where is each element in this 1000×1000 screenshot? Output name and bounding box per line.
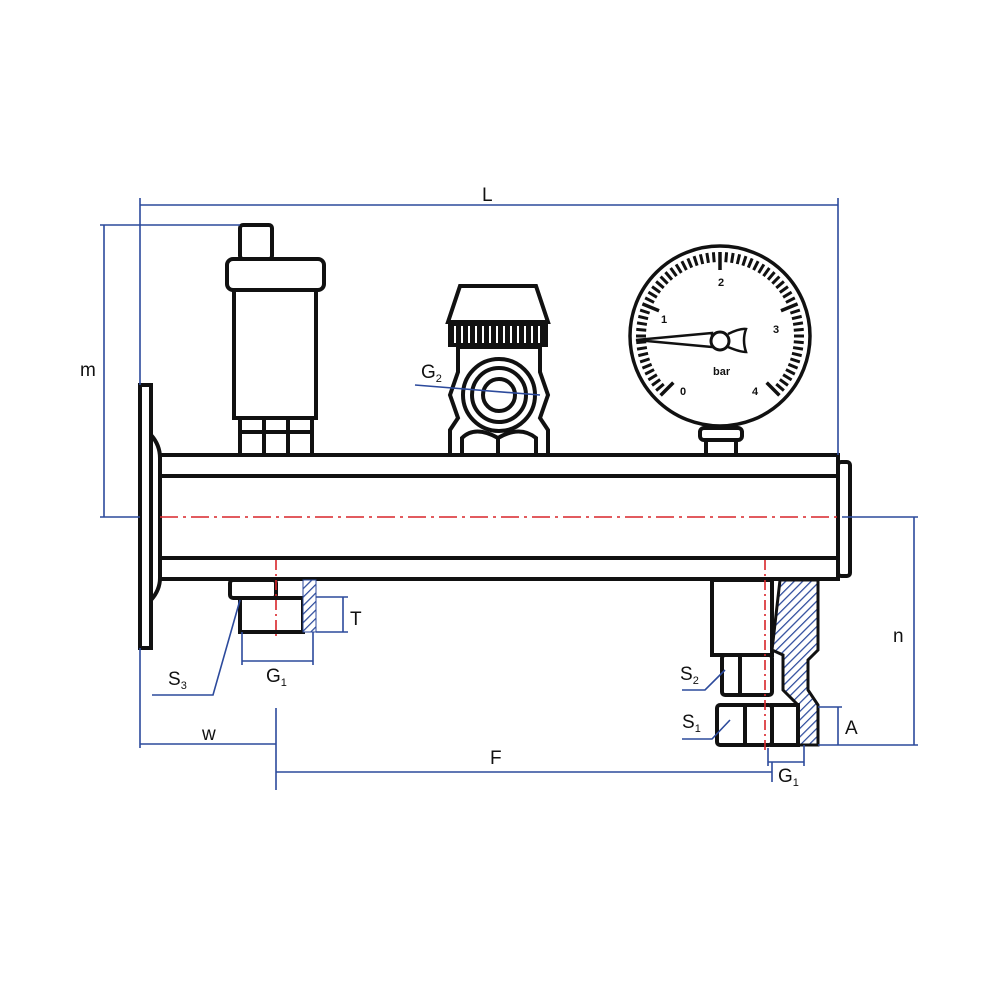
gauge-tick: [766, 271, 776, 281]
dim-label-n: n: [893, 626, 904, 647]
gauge-tick: [778, 378, 789, 387]
dim-label-F: F: [490, 748, 502, 769]
gauge-tick: [782, 290, 793, 299]
dim-label-T: T: [350, 609, 362, 630]
dim-label-m: m: [80, 360, 96, 381]
gauge-tick: [793, 340, 804, 345]
gauge-tick: [765, 381, 781, 397]
outlet-fitting-right: [710, 560, 820, 750]
dim-label-S1: S1: [682, 712, 701, 735]
gauge-tick: [780, 302, 799, 313]
dim-label-G1-right: G1: [778, 766, 799, 789]
gauge-tick: [636, 327, 647, 332]
gauge-label-0: 0: [680, 386, 686, 398]
gauge-tick: [735, 253, 742, 265]
gauge-tick: [762, 267, 771, 278]
dimension-lines: [100, 198, 918, 790]
gauge-tick: [641, 362, 653, 370]
gauge-tick: [792, 346, 804, 351]
gauge-tick: [775, 382, 785, 392]
gauge-tick: [669, 267, 678, 278]
gauge-tick: [651, 378, 662, 387]
gauge-tick: [641, 302, 660, 313]
gauge-tick: [647, 373, 658, 382]
gauge-tick: [741, 255, 748, 267]
dim-label-S2: S2: [680, 664, 699, 687]
gauge-tick: [636, 346, 648, 351]
gauge-tick: [655, 382, 665, 392]
gauge-tick: [674, 263, 683, 274]
gauge-tick: [789, 308, 801, 315]
gauge-tick: [711, 252, 716, 263]
gauge-tick: [644, 296, 655, 304]
gauge-tick: [655, 280, 665, 290]
gauge-tick: [787, 362, 799, 370]
gauge-tick: [651, 285, 662, 294]
gauge-tick: [746, 257, 754, 269]
gauge-tick: [637, 351, 649, 358]
gauge-label-3: 3: [773, 324, 779, 336]
gauge-tick: [692, 255, 699, 267]
gauge-tick: [659, 381, 675, 397]
gauge-tick: [639, 308, 651, 315]
dim-label-A: A: [845, 718, 858, 739]
dim-label-G2: G2: [421, 362, 442, 385]
gauge-tick: [782, 373, 793, 382]
gauge-tick: [705, 252, 710, 264]
gauge-tick: [752, 260, 760, 271]
gauge-tick: [647, 290, 658, 299]
gauge-tick: [757, 263, 766, 274]
gauge-tick: [636, 321, 648, 326]
gauge-tick: [789, 357, 801, 364]
pressure-gauge: 1 2 3 4 0 bar: [628, 244, 812, 457]
gauge-tick: [698, 253, 705, 265]
gauge-tick: [775, 280, 785, 290]
gauge-label-4: 4: [752, 386, 759, 398]
gauge-tick: [724, 252, 729, 263]
dim-label-G1-left: G1: [266, 666, 287, 689]
gauge-tick: [730, 252, 735, 264]
gauge-tick: [639, 357, 651, 364]
gauge-tick: [664, 271, 674, 281]
gauge-unit: bar: [713, 366, 731, 378]
gauge-tick: [771, 275, 781, 285]
gauge-tick: [680, 260, 688, 271]
gauge-tick: [659, 275, 669, 285]
gauge-tick: [785, 296, 796, 304]
gauge-tick: [793, 327, 804, 332]
safety-valve: [445, 284, 551, 457]
gauge-tick: [778, 285, 789, 294]
gauge-label-2: 2: [718, 277, 724, 289]
dim-label-w: w: [201, 724, 216, 745]
gauge-tick: [791, 351, 803, 358]
gauge-tick: [785, 368, 796, 376]
wall-flange: [138, 383, 162, 650]
gauge-tick: [791, 314, 803, 321]
air-vent: [225, 223, 326, 457]
gauge-tick: [644, 368, 655, 376]
dim-label-L: L: [482, 185, 493, 206]
gauge-tick: [792, 321, 804, 326]
gauge-label-1: 1: [661, 314, 667, 326]
dim-label-S3: S3: [168, 669, 187, 692]
gauge-tick: [637, 314, 649, 321]
gauge-tick: [686, 257, 694, 269]
outlet-fitting-left: [228, 560, 317, 640]
